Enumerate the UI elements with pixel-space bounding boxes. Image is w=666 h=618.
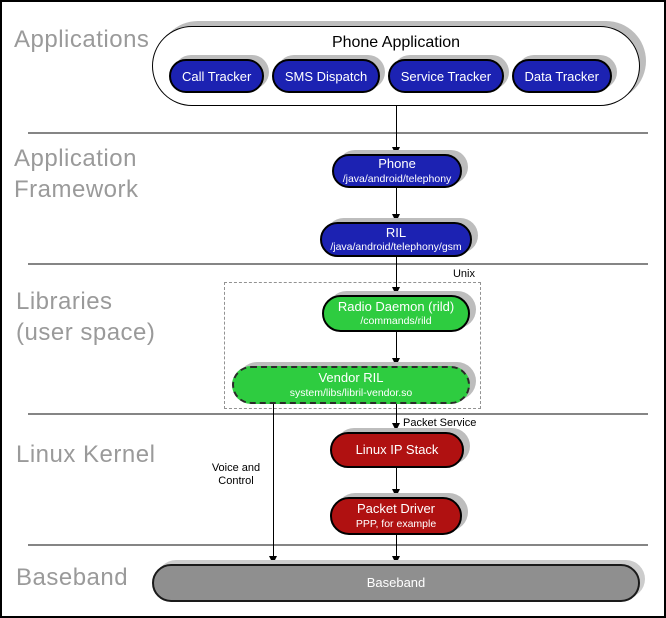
section-label-baseband: Baseband xyxy=(16,564,129,591)
node-data-tracker: Data Tracker xyxy=(511,59,612,93)
node-ril: RIL /java/android/telephony/gsm xyxy=(320,222,472,257)
edge-vendor-ril-to-baseband-voice xyxy=(273,404,274,558)
node-packet-driver: Packet Driver PPP, for example xyxy=(330,497,462,535)
node-vendor-ril-subtitle: system/libs/libril-vendor.so xyxy=(289,386,413,399)
node-service-tracker: Service Tracker xyxy=(387,59,505,93)
node-radio-daemon: Radio Daemon (rild) /commands/rild xyxy=(322,295,470,332)
phone-application-title: Phone Application xyxy=(331,34,461,51)
edge-ril-to-radio-daemon xyxy=(396,257,397,289)
node-linux-ip-stack-title: Linux IP Stack xyxy=(355,441,439,457)
node-ril-subtitle: /java/android/telephony/gsm xyxy=(330,241,462,254)
edge-appcontainer-to-phone xyxy=(396,105,397,149)
node-vendor-ril-title: Vendor RIL xyxy=(318,370,384,386)
section-label-libraries: Libraries (user space) xyxy=(16,288,156,346)
arrowhead-to-radio-daemon-icon xyxy=(392,287,400,295)
divider-libraries-kernel xyxy=(28,413,648,415)
divider-kernel-baseband xyxy=(28,544,648,546)
edge-radio-daemon-to-vendor-ril xyxy=(396,332,397,360)
node-ril-title: RIL xyxy=(385,224,407,240)
node-call-tracker: Call Tracker xyxy=(169,59,265,93)
app-pill-row: Call Tracker SMS Dispatch Service Tracke… xyxy=(169,59,612,93)
phone-application-container: Phone Application Call Tracker SMS Dispa… xyxy=(152,26,640,106)
section-label-application-framework: Application Framework xyxy=(14,145,139,203)
divider-applications-framework xyxy=(28,132,648,134)
arrowhead-packet-to-baseband-icon xyxy=(392,556,400,564)
node-packet-driver-title: Packet Driver xyxy=(356,501,436,517)
divider-framework-libraries xyxy=(28,263,648,265)
node-radio-daemon-title: Radio Daemon (rild) xyxy=(337,298,455,314)
voice-control-label: Voice and Control xyxy=(211,462,261,487)
arrowhead-to-vendor-ril-icon xyxy=(392,358,400,366)
node-linux-ip-stack: Linux IP Stack xyxy=(330,432,464,468)
node-vendor-ril: Vendor RIL system/libs/libril-vendor.so xyxy=(232,366,470,404)
node-sms-dispatch: SMS Dispatch xyxy=(271,59,381,93)
node-phone-subtitle: /java/android/telephony xyxy=(342,172,452,185)
arrowhead-voice-to-baseband-icon xyxy=(269,556,277,564)
packet-service-label: Packet Service xyxy=(403,417,477,429)
node-packet-driver-subtitle: PPP, for example xyxy=(355,517,437,530)
arrowhead-to-phone-icon xyxy=(392,147,400,155)
unix-box-label: Unix xyxy=(452,268,475,280)
edge-packet-driver-to-baseband xyxy=(396,535,397,558)
section-label-applications: Applications xyxy=(14,26,150,53)
arrowhead-to-packet-driver-icon xyxy=(392,489,400,497)
node-baseband-bar: Baseband xyxy=(152,564,640,602)
arrowhead-to-ip-stack-icon xyxy=(392,423,400,431)
edge-phone-to-ril xyxy=(396,188,397,216)
edge-ip-stack-to-packet-driver xyxy=(396,468,397,491)
node-radio-daemon-subtitle: /commands/rild xyxy=(360,315,432,328)
edge-vendor-ril-to-ip-stack xyxy=(396,404,397,426)
section-label-linux-kernel: Linux Kernel xyxy=(16,441,156,468)
unix-dashed-box xyxy=(224,282,481,409)
node-phone-title: Phone xyxy=(378,156,416,172)
arrowhead-to-ril-icon xyxy=(392,214,400,222)
node-phone: Phone /java/android/telephony xyxy=(332,154,462,188)
